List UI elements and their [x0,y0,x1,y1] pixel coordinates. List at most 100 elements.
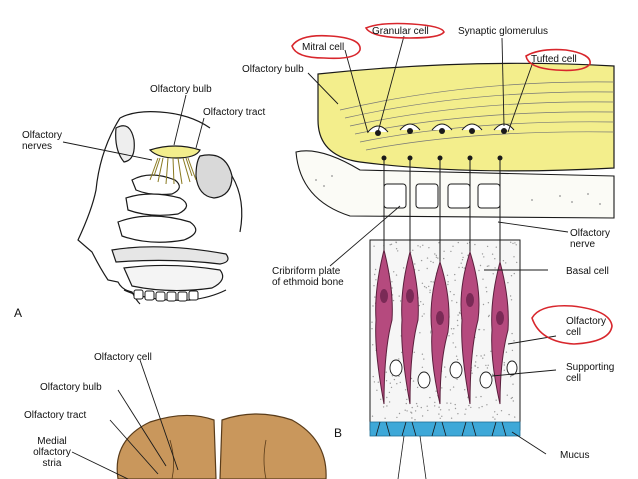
stipple-dot [423,313,425,315]
stipple-dot [505,351,508,353]
label-olfactory-nerve: Olfactory nerve [570,228,611,250]
stipple-dot [487,364,489,366]
stipple-dot [515,244,517,246]
stipple-dot [459,312,461,315]
stipple-dot [455,355,458,357]
stipple-dot [389,244,391,246]
stipple-dot [380,398,382,400]
stipple-dot [426,267,428,270]
stipple-dot [480,355,482,357]
stipple-dot [494,258,496,260]
stipple-dot [448,335,450,337]
stipple-dot [456,319,459,322]
cilia [375,421,507,479]
label-olfactory-bulb-b: Olfactory bulb [242,64,304,75]
stipple-dot [513,272,515,275]
stipple-dot [447,281,449,283]
mitral-cells [375,128,507,136]
stipple-dot [439,409,442,411]
stipple-dot [401,351,403,354]
stipple-dot [461,252,463,254]
stipple-dot [418,269,420,272]
stipple-dot [415,402,418,405]
stipple-dot [513,256,515,258]
stipple-dot [419,246,421,248]
label-olfactory-bulb-c: Olfactory bulb [40,382,102,393]
stipple-dot [441,387,443,389]
stipple-dot [420,259,423,262]
stipple-dot [487,315,490,318]
stipple-dot [386,396,388,399]
stipple-dot [464,413,466,415]
bone-texture [315,175,601,205]
stipple-dot [414,263,416,265]
stipple-dot [482,357,484,359]
stipple-dot [393,378,396,381]
stipple-dot [480,395,482,398]
hard-palate [111,246,229,265]
stipple-dot [451,300,453,302]
brain-right-hemisphere [219,413,327,479]
stipple-dot [482,278,484,280]
stipple-dot [421,315,423,317]
stipple-dot [374,268,377,271]
olfactory-receptor-cells [375,249,509,405]
stipple-dot [511,349,514,352]
stipple-dot [494,267,496,269]
stipple-dot [464,389,466,391]
label-mitral-cell: Mitral cell [302,42,345,53]
stipple-dot [454,273,456,276]
label-olfactory-tract-a: Olfactory tract [203,107,266,118]
receptor-nuclei [380,289,504,325]
stipple-dot [514,416,516,418]
panel-c-brain [71,359,327,479]
frontal-sinus [115,125,135,163]
tongue [123,264,224,292]
stipple-dot [372,305,374,307]
stipple-dot [514,242,516,244]
label-mucus: Mucus [560,450,590,461]
stipple-dot [492,273,494,275]
stipple-dot [426,257,429,259]
stipple-dot [479,264,482,267]
panel-label-a: A [14,306,23,320]
stipple-dot [373,285,375,287]
label-basal-cell: Basal cell [566,266,609,277]
stipple-dot [434,405,436,407]
stipple-dot [430,260,432,263]
label-supporting-cell: Supporting cell [566,362,615,384]
stipple-dot [488,314,490,317]
olfactory-nerve-fibers-a [149,157,197,185]
glomeruli [367,123,515,133]
stipple-dot [510,375,512,378]
label-olfactory-cell-b: Olfactory cell [566,316,607,338]
stipple-dot [510,275,513,277]
stipple-dot [486,245,489,248]
stipple-dot [376,389,378,391]
foramina [383,183,501,209]
stipple-dot [421,282,424,284]
stipple-dot [495,399,497,401]
stipple-dot [510,299,513,301]
stipple-dot [512,242,514,245]
stipple-dot [413,351,415,353]
stipple-dot [457,324,459,327]
stipple-dot [406,398,408,401]
stipple-dot [425,287,427,289]
label-medial-olfactory-stria: Medial olfactory stria [33,436,71,469]
stipple-dot [486,404,488,406]
stipple-dot [404,409,406,411]
stipple-dot [429,289,431,291]
stipple-dot [471,372,473,374]
stipple-dot [422,244,424,246]
label-cribriform-plate: Cribriform plate of ethmoid bone [272,266,344,288]
stipple-dot [430,332,432,334]
stipple-dot [450,328,453,330]
stipple-dot [462,256,464,259]
stipple-dot [435,254,437,257]
stipple-dot [477,366,479,369]
stipple-dot [382,406,385,408]
stipple-dot [426,405,428,407]
stipple-dot [432,261,434,264]
